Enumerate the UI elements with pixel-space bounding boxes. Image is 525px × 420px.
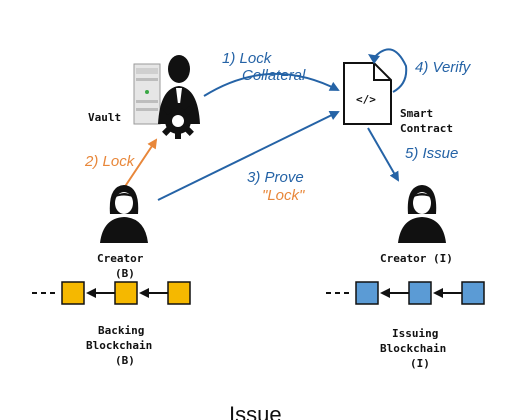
- gear-icon: [160, 103, 196, 139]
- creator-i-label: Creator (I): [380, 252, 453, 265]
- server-icon: [133, 63, 161, 125]
- issuing-blockchain-icon: [326, 281, 485, 305]
- issuing-chain-line1: Issuing: [392, 327, 438, 340]
- backing-blockchain-icon: [32, 281, 191, 305]
- vault-label: Vault: [88, 111, 121, 124]
- issuing-chain-line3: (I): [410, 357, 430, 370]
- creator-b-sub: (B): [115, 267, 135, 280]
- issuing-chain-line2: Blockchain: [380, 342, 446, 355]
- step-prove-line2: "Lock": [262, 187, 305, 204]
- step-issue: 5) Issue: [405, 145, 458, 162]
- figure-caption: Issue: [229, 402, 282, 420]
- backing-chain-line3: (B): [115, 354, 135, 367]
- backing-chain-line2: Blockchain: [86, 339, 152, 352]
- lock-arrow: [123, 138, 158, 189]
- step-verify: 4) Verify: [415, 59, 472, 76]
- prove-lock-arrow: [157, 111, 340, 201]
- smart-contract-label-line2: Contract: [400, 122, 453, 135]
- document-icon: </>: [343, 62, 392, 125]
- step-lock-collateral-line2: Collateral: [242, 67, 306, 84]
- issue-arrow: [367, 127, 399, 182]
- step-prove-line1: 3) Prove: [247, 169, 304, 186]
- smart-contract-label-line1: Smart: [400, 107, 433, 120]
- creator-i-icon: [398, 185, 446, 243]
- vault-icon: [133, 55, 200, 139]
- backing-chain-line1: Backing: [98, 324, 144, 337]
- creator-b-icon: [100, 185, 148, 243]
- verify-loop-arrow: [371, 48, 408, 93]
- step-lock-collateral-line1: 1) Lock: [222, 50, 273, 67]
- creator-b-label: Creator: [97, 252, 144, 265]
- code-icon: </>: [356, 93, 376, 106]
- lock-collateral-arrow: [203, 72, 340, 97]
- verify-arrowhead: [368, 54, 380, 64]
- step-lock: 2) Lock: [84, 153, 136, 170]
